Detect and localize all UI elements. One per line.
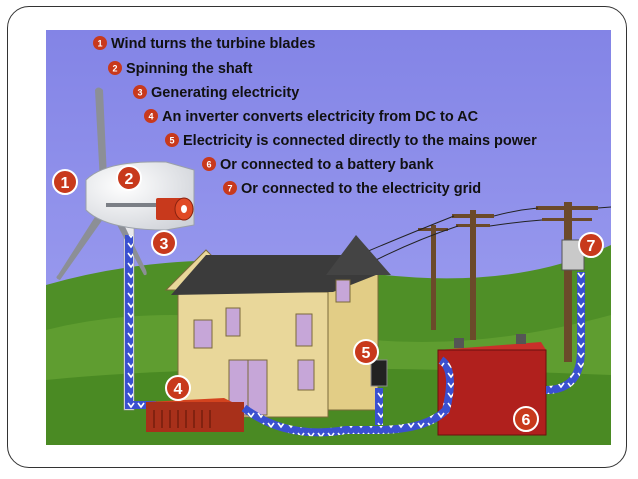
marker-shaft: 2 [116,165,142,191]
inverter [146,398,244,432]
svg-text:3: 3 [160,236,169,253]
step-text: Electricity is connected directly to the… [183,133,537,149]
step-item-5: 5 Electricity is connected directly to t… [165,133,537,149]
svg-text:5: 5 [362,345,371,362]
shaft [106,203,186,207]
step-item-7: 7 Or connected to the electricity grid [223,181,481,197]
step-text: Or connected to the electricity grid [241,181,481,197]
mains-socket [370,359,388,387]
step-number: 2 [112,64,117,74]
step-text: Or connected to a battery bank [220,157,434,173]
marker-inverter: 4 [165,375,191,401]
step-text: Wind turns the turbine blades [111,36,316,52]
wind-power-diagram: 1 Wind turns the turbine blades 2 Spinni… [46,30,611,445]
step-item-1: 1 Wind turns the turbine blades [93,36,316,52]
marker-blades: 1 [52,169,78,195]
step-item-3: 3 Generating electricity [133,85,299,101]
power-poles [365,202,611,362]
step-number: 1 [97,39,102,49]
step-number: 7 [227,184,232,194]
svg-text:4: 4 [174,381,183,398]
svg-text:7: 7 [587,238,596,255]
marker-generator: 3 [151,230,177,256]
step-list: 1 Wind turns the turbine blades 2 Spinni… [93,36,537,197]
marker-mains: 5 [353,339,379,365]
svg-text:6: 6 [522,412,531,429]
step-item-2: 2 Spinning the shaft [108,61,253,77]
wire-inverter-battery [241,356,454,437]
svg-text:2: 2 [125,171,134,188]
marker-grid: 7 [578,232,604,258]
step-text: Generating electricity [151,85,299,101]
step-number: 5 [169,136,174,146]
step-text: An inverter converts electricity from DC… [162,109,479,125]
step-item-4: 4 An inverter converts electricity from … [144,109,479,125]
step-number: 4 [148,112,153,122]
house [164,235,391,418]
generator [156,198,182,220]
marker-battery: 6 [513,406,539,432]
step-number: 3 [137,88,142,98]
wire-battery-grid [545,272,585,394]
step-item-6: 6 Or connected to a battery bank [202,157,434,173]
step-text: Spinning the shaft [126,61,253,77]
svg-text:1: 1 [61,175,70,192]
step-number: 6 [206,160,211,170]
